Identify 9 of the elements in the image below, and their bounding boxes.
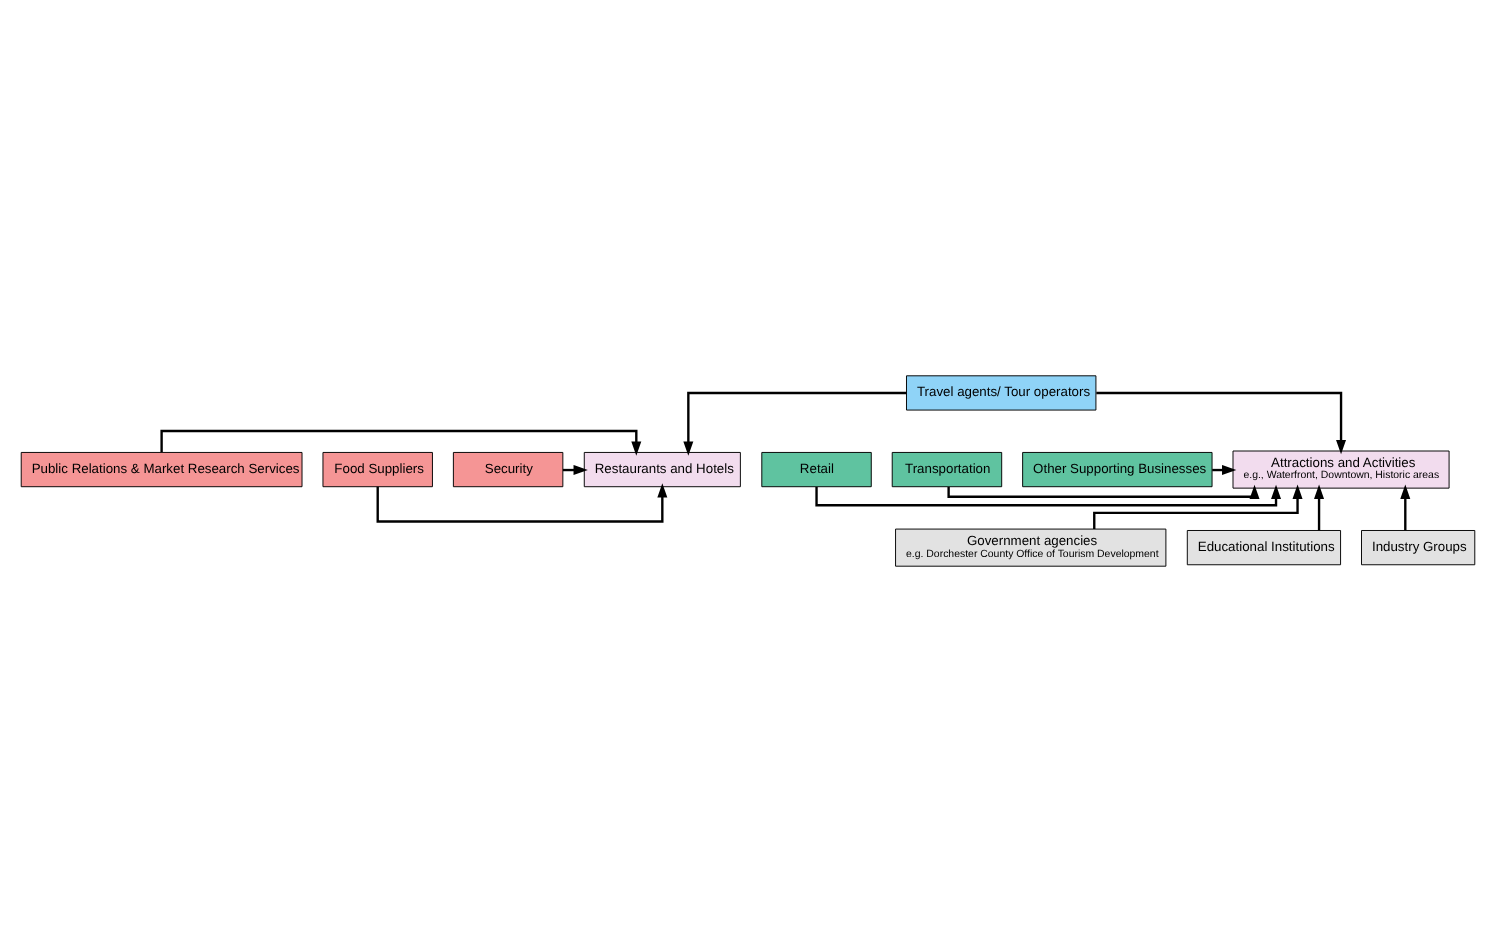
arrow [815,484,1282,507]
arrow [1096,391,1347,455]
arrow [160,429,642,456]
arrow [683,391,907,456]
arrow [947,484,1260,500]
arrow [1314,484,1325,531]
arrow [1093,484,1303,530]
arrow [376,483,668,523]
arrow [1400,484,1411,531]
